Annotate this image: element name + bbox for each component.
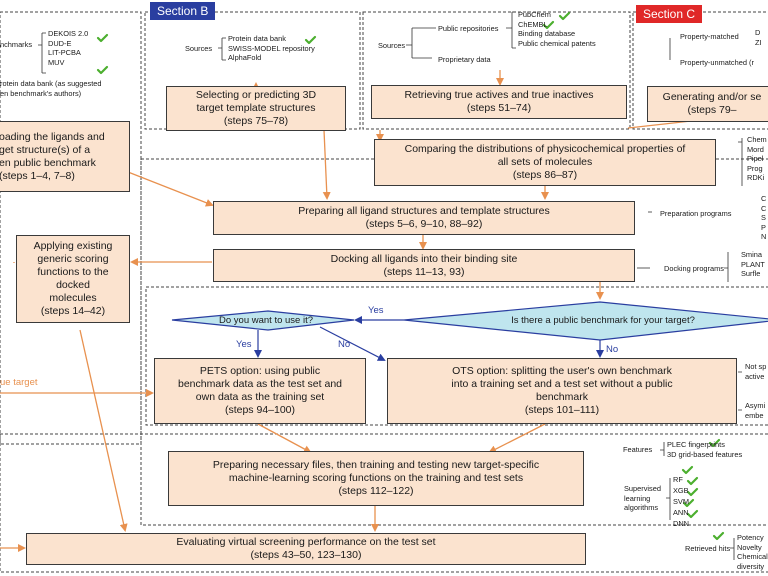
preparation-programs-list: C C S P N [761,194,767,242]
decision-yes-left: Yes [236,339,252,350]
features-list: PLEC fingerprints 3D grid-based features [667,440,743,459]
retrieved-hits-list: Potency Novelty Chemical diversity [737,533,768,571]
mid-sources-label: Sources [378,41,406,50]
decision-public-benchmark-text: Is there a public benchmark for your tar… [511,315,695,326]
decision-no-middle: No [338,339,351,350]
box-comparing-properties: Comparing the distributions of physicoch… [374,139,716,186]
property-programs-list: Chem Mord Pipel Prog RDKi [747,135,767,183]
decision-arrows [254,316,604,361]
benchmarks-label: nchmarks [0,40,33,49]
b-sources-label: Sources [185,44,213,53]
decision-no-right: No [606,344,619,355]
proprietary-data-label: Proprietary data [438,55,491,64]
decision-yes-top: Yes [368,305,384,316]
public-repositories-list: PubChem ChEMBL Binding database Public c… [518,10,596,48]
box-applying-scoring: Applying existing generic scoring functi… [16,235,130,323]
benchmarks-list: DEKOIS 2.0 DUD-E LIT-PCBA MUV [48,29,89,67]
decision-diamond-public-benchmark [403,301,768,341]
section-b-label: Section B [150,2,216,20]
retrieved-hits-label: Retrieved hits [685,544,731,553]
box-loading-ligands: oading the ligands and get structure(s) … [0,121,130,192]
box-pets-option: PETS option: using public benchmark data… [154,358,366,424]
protein-data-bank-note: rotein data bank (as suggested en benchm… [0,79,102,98]
algorithms-list: RF XGB SVM ANN DNN [673,475,690,528]
decision-use-it-text: Do you want to use it? [219,315,313,326]
box-preparing-structures: Preparing all ligand structures and temp… [213,201,635,235]
box-generating: Generating and/or se (steps 79– [647,86,768,122]
algorithms-label: Supervised learning algorithms [624,484,661,513]
property-matched-list: D ZI [755,28,762,47]
public-repositories-label: Public repositories [438,24,499,33]
box-retrieving-actives: Retrieving true actives and true inactiv… [371,85,627,119]
docking-programs-list: Smina PLANT Surfle [741,250,765,279]
section-c-label: Section C [636,5,703,23]
box-ots-option: OTS option: splitting the user's own ben… [387,358,737,424]
ots-note-top: Not sp active [745,362,767,381]
box-selecting-templates: Selecting or predicting 3D target templa… [166,86,346,131]
preparation-programs-label: Preparation programs [660,209,732,218]
ue-target-label: ue target [0,377,38,388]
docking-programs-label: Docking programs [664,264,724,273]
b-sources-list: Protein data bank SWISS-MODEL repository… [228,34,315,63]
box-ml-training: Preparing necessary files, then training… [168,451,584,506]
ots-note-bottom: Asymi embe [745,401,766,420]
check-marks [96,11,725,541]
box-docking: Docking all ligands into their binding s… [213,249,635,282]
box-evaluating: Evaluating virtual screening performance… [26,533,586,565]
bracket-lines [38,11,743,560]
property-unmatched-label: Property-unmatched (r [680,58,754,67]
property-matched-label: Property-matched [680,32,739,41]
features-label: Features [623,445,653,454]
